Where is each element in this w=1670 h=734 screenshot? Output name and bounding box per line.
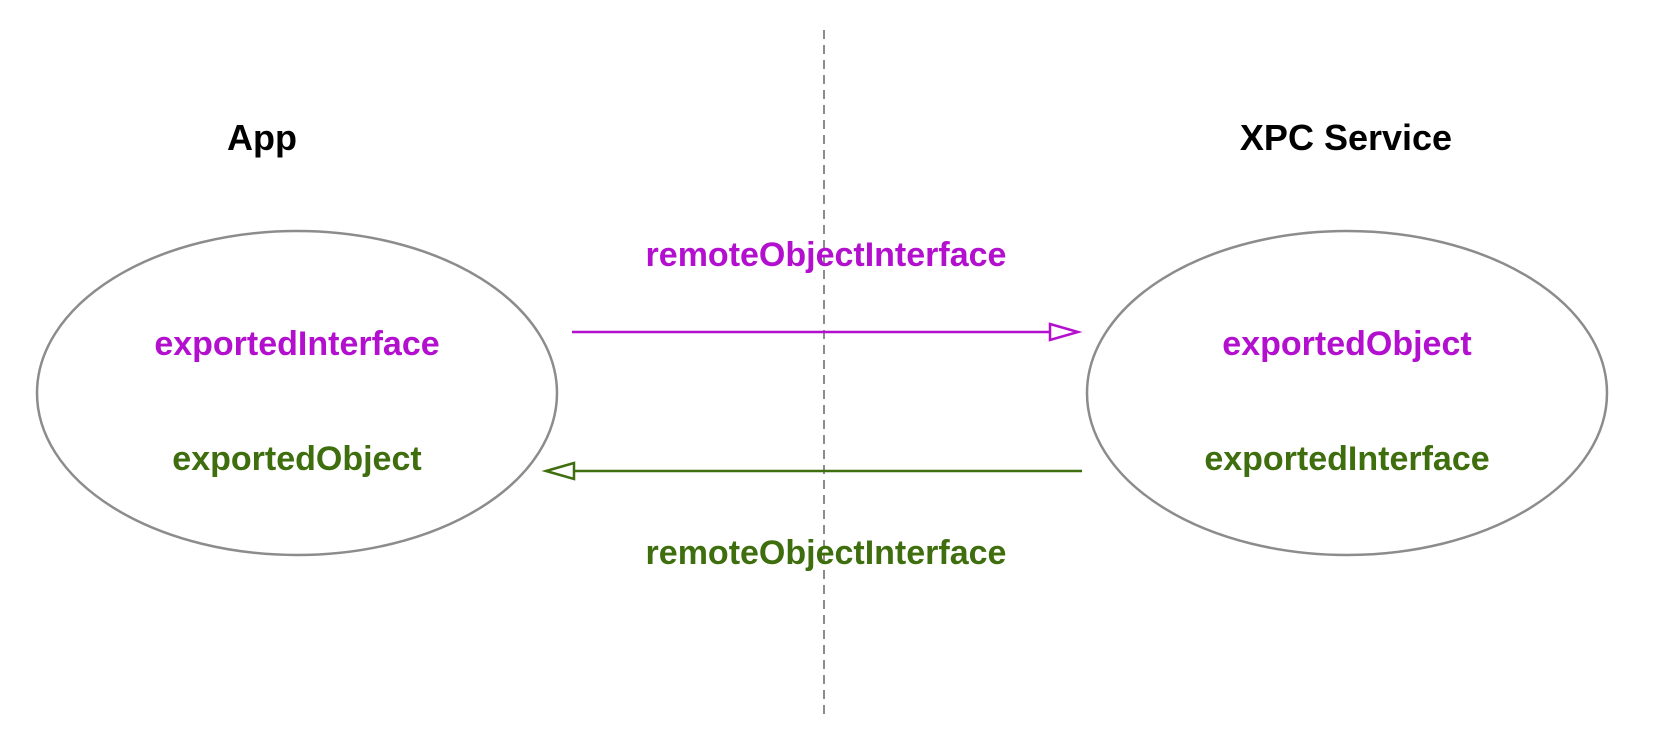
app-to-service-arrow [572,322,1083,342]
service-to-app-arrowhead [541,461,576,481]
bottom-remote-object-interface-label: remoteObjectInterface [646,534,1007,572]
xpc-exported-object-label: exportedObject [1222,325,1471,363]
app-to-service-arrowhead [1048,322,1083,342]
service-to-app-arrow [541,461,1082,481]
xpc-exported-interface-label: exportedInterface [1204,440,1489,478]
app-exported-interface-label: exportedInterface [154,325,439,363]
app-ellipse [35,229,559,557]
app-exported-object-label: exportedObject [172,440,421,478]
app-title: App [227,117,297,158]
xpc-service-ellipse [1085,229,1609,557]
xpc-service-title: XPC Service [1240,117,1452,158]
top-remote-object-interface-label: remoteObjectInterface [646,236,1007,274]
